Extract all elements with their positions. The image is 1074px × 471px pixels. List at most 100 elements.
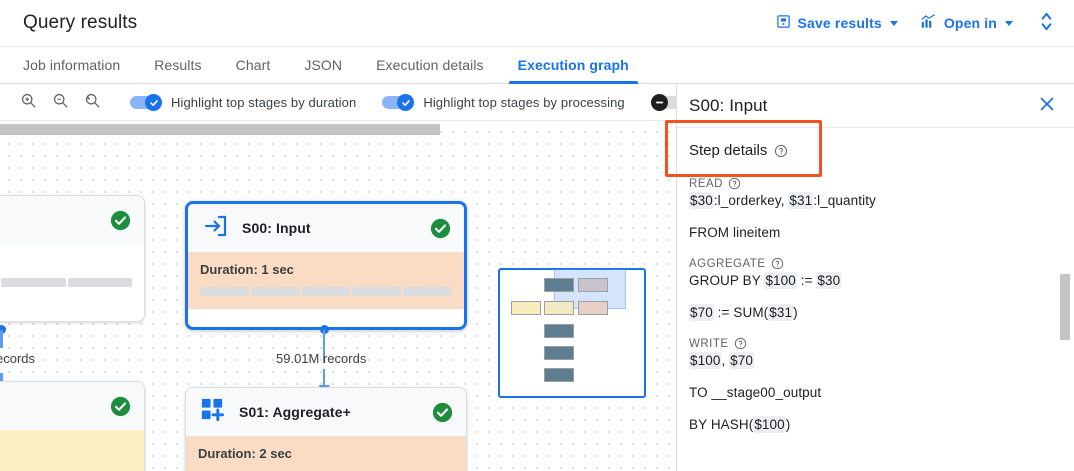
- step-details-panel: S00: Input Step details: [676, 84, 1074, 471]
- tab-json[interactable]: JSON: [304, 57, 343, 73]
- chevron-down-icon: [1005, 20, 1013, 26]
- save-results-icon: [776, 14, 791, 32]
- node-body: [0, 430, 144, 471]
- open-in-label: Open in: [943, 15, 997, 31]
- header-actions: Save results Open in: [774, 9, 1074, 37]
- toggle-duration-label: Highlight top stages by duration: [171, 94, 357, 110]
- node-header: [0, 382, 144, 430]
- progress-segment: [200, 287, 249, 296]
- execution-graph-canvas[interactable]: ecords S00: Input: [0, 121, 676, 471]
- step-keyword-aggregate: AGGREGATE: [689, 257, 1062, 270]
- chevron-down-icon: [889, 20, 898, 26]
- zoom-reset-button[interactable]: [82, 90, 103, 114]
- step-line-write-to: TO __stage00_output: [689, 385, 822, 400]
- edge-connector: [323, 330, 325, 363]
- step-line-write-by: BY HASH($100): [689, 416, 791, 433]
- node-duration-label: Duration: 2 sec: [198, 446, 292, 461]
- switch-knob: [145, 94, 162, 111]
- graph-toolbar: Highlight top stages by duration Highlig…: [0, 84, 683, 121]
- expand-collapse-icon: [1039, 11, 1054, 35]
- step-line-write-columns: $100, $70: [689, 352, 754, 369]
- help-circle-icon[interactable]: [734, 337, 747, 350]
- edge-anchor-dot: [320, 325, 329, 334]
- progress-segment: [403, 287, 452, 296]
- node-body: Duration: 2 sec: [186, 436, 466, 471]
- check-circle-icon: [432, 402, 453, 423]
- node-duration-label: Duration: 1 sec: [200, 262, 294, 277]
- progress-segment: [352, 287, 402, 296]
- step-keyword-write: WRITE: [689, 337, 1062, 350]
- zoom-in-button[interactable]: [18, 90, 39, 114]
- node-title: S00: Input: [242, 220, 311, 236]
- graph-node-offscreen-lower[interactable]: [0, 381, 145, 471]
- node-progress-bar: [0, 278, 132, 287]
- help-circle-icon[interactable]: [728, 177, 741, 190]
- minimap-node: [544, 368, 574, 382]
- tab-execution-graph[interactable]: Execution graph: [501, 47, 646, 84]
- help-circle-icon[interactable]: [771, 257, 784, 270]
- zoom-out-button[interactable]: [50, 90, 71, 114]
- minimap-node: [544, 278, 574, 292]
- tab-job-information[interactable]: Job information: [23, 57, 121, 73]
- minimap-node: [544, 346, 574, 360]
- tab-chart[interactable]: Chart: [235, 57, 271, 73]
- progress-segment: [67, 278, 132, 287]
- progress-segment: [1, 278, 66, 287]
- node-header: [0, 196, 144, 244]
- edge-connector: [323, 369, 325, 389]
- toggle-highlight-duration[interactable]: Highlight top stages by duration: [117, 94, 369, 111]
- toggle-processing-label: Highlight top stages by processing: [423, 94, 625, 110]
- node-progress-bar: [200, 287, 452, 296]
- close-icon: [1038, 95, 1056, 116]
- save-results-button[interactable]: Save results: [774, 10, 900, 36]
- step-line-group-by: GROUP BY $100 := $30: [689, 272, 842, 289]
- toggle-third-switch[interactable]: [650, 94, 683, 111]
- node-title: S01: Aggregate+: [239, 404, 351, 420]
- check-circle-icon: [110, 396, 131, 417]
- page-title: Query results: [23, 12, 138, 33]
- check-circle-icon: [110, 210, 131, 231]
- open-in-button[interactable]: Open in: [918, 10, 1015, 36]
- toggle-third[interactable]: [638, 94, 696, 111]
- tab-results[interactable]: Results: [154, 57, 202, 73]
- panel-body[interactable]: Step details READ $30:l_o: [677, 128, 1074, 471]
- aggregate-plus-icon: [199, 396, 226, 428]
- node-body: Duration: 1 sec: [188, 252, 464, 309]
- graph-node-offscreen-upper[interactable]: [0, 195, 145, 322]
- zoom-out-icon: [52, 92, 69, 112]
- edge-connector: [0, 330, 3, 348]
- step-details-heading: Step details: [689, 142, 1062, 159]
- progress-segment: [301, 287, 351, 296]
- graph-node-s00[interactable]: S00: Input Duration: 1 sec: [185, 201, 467, 330]
- canvas-horizontal-scrollbar[interactable]: [0, 124, 440, 135]
- toggle-duration-switch[interactable]: [130, 94, 162, 111]
- progress-segment: [250, 287, 300, 296]
- step-line-read-columns: $30:l_orderkey, $31:l_quantity: [689, 192, 876, 209]
- edge-label-offscreen: ecords: [0, 351, 36, 366]
- graph-node-s01[interactable]: S01: Aggregate+ Duration: 2 sec: [185, 387, 467, 471]
- help-circle-icon[interactable]: [774, 144, 788, 158]
- page-header: Query results Save results: [0, 0, 1074, 46]
- minimap-node: [578, 278, 608, 292]
- switch-knob: [650, 94, 668, 111]
- execution-graph-minimap[interactable]: [498, 268, 646, 398]
- step-keyword-read: READ: [689, 177, 1062, 190]
- tab-execution-details[interactable]: Execution details: [376, 57, 484, 73]
- edge-label-records: 59.01M records: [276, 351, 367, 366]
- toggle-highlight-processing[interactable]: Highlight top stages by processing: [369, 94, 637, 111]
- input-arrow-icon: [201, 212, 229, 245]
- panel-header: S00: Input: [677, 84, 1074, 128]
- zoom-in-icon: [20, 92, 37, 112]
- zoom-reset-icon: [84, 92, 101, 112]
- panel-vertical-scrollbar[interactable]: [1060, 274, 1070, 340]
- switch-knob: [397, 94, 415, 111]
- close-panel-button[interactable]: [1034, 91, 1060, 120]
- toggle-processing-switch[interactable]: [382, 94, 415, 111]
- step-line-sum: $70 := SUM($31): [689, 304, 798, 321]
- save-results-label: Save results: [797, 15, 882, 31]
- chart-bar-icon: [920, 14, 937, 32]
- panel-title: S00: Input: [689, 95, 768, 115]
- zoom-controls: [0, 90, 117, 114]
- node-header: S00: Input: [188, 204, 464, 252]
- expand-collapse-button[interactable]: [1033, 9, 1060, 37]
